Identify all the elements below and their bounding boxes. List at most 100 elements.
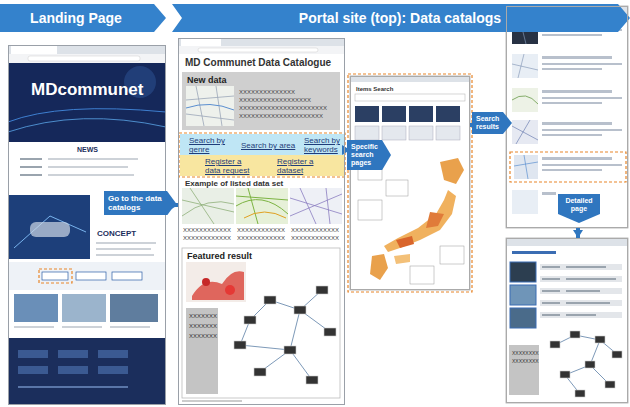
search-results-screenshot-part-part [542, 122, 612, 125]
banner-title: Landing Page [0, 10, 152, 26]
detail-page-screenshot-part-part [542, 290, 560, 292]
portal-screenshot-part [180, 134, 344, 155]
search-pages-screenshot-part [384, 190, 456, 252]
detail-page-screenshot-part [510, 308, 536, 328]
landing-page-screenshot-part [48, 166, 128, 168]
search-results-screenshot-part-part [542, 164, 622, 166]
portal-screenshot-part [290, 188, 342, 224]
detail-page-screenshot-part [512, 251, 556, 254]
search-results-screenshot-part [512, 54, 538, 78]
portal-screenshot-part-part [254, 368, 266, 376]
search-results-screenshot-part [512, 120, 538, 144]
search-pages-screenshot-part-part [382, 106, 406, 122]
detail-page-screenshot-part [506, 238, 628, 246]
search-pages-screenshot-part-part [355, 106, 379, 122]
portal-screenshot-part-part [234, 341, 246, 349]
featured-result-panel: Featured resultXXXXXXXXXXXXXXXXXXXXX [183, 249, 341, 399]
portal-screenshot-part-part [316, 286, 328, 294]
landing-page-screenshot-part [20, 174, 42, 176]
placeholder-text: XXXXXXX [189, 333, 217, 340]
search-pages-screenshot-part [355, 126, 460, 140]
landing-page-screenshot-part [8, 119, 166, 132]
search-results-screenshot-part [506, 6, 628, 228]
search-pages-screenshot-part [350, 76, 470, 290]
section-heading: Example of listed data set [185, 179, 283, 188]
landing-page-screenshot-part [58, 366, 88, 374]
link-text: Search by genre [189, 136, 233, 154]
portal-screenshot-part [290, 188, 342, 224]
portal-screenshot-part [182, 400, 242, 402]
landing-page-screenshot-part [110, 326, 150, 328]
banner-chevron [0, 4, 166, 32]
placeholder-text: XXXXXXXXXXXX [237, 227, 285, 234]
detail-page-screenshot-part-part [570, 331, 580, 338]
detail-page-screenshot-part-part [540, 300, 622, 306]
portal-screenshot-part [240, 290, 330, 380]
landing-page-screenshot-part [48, 158, 138, 160]
portal-screenshot-part [186, 262, 246, 302]
detail-page-screenshot-part-part [566, 302, 610, 304]
search-pages-screenshot-part-part [440, 246, 464, 264]
landing-page-screenshot-part [96, 254, 154, 256]
detail-page-screenshot-part [540, 264, 622, 318]
dataset-card: XXXXXXXXXXXXXXXXXXXXXXXX [237, 189, 289, 247]
search-results-screenshot-part-part [542, 97, 622, 99]
landing-page-screenshot-part [18, 386, 128, 388]
portal-screenshot-part [179, 133, 345, 177]
dataset-card: XXXXXXXXXXXXXXXXXXXXXXXX [183, 189, 235, 247]
portal-screenshot-part [178, 38, 345, 405]
detail-page-screenshot-part-part [566, 314, 596, 316]
portal-screenshot-part [186, 308, 218, 394]
search-results-screenshot-part [512, 190, 538, 214]
detail-page-screenshot-part-part [566, 266, 606, 268]
landing-page-screenshot-part [8, 63, 166, 142]
banner-title: Portal site (top): Data catalogs [184, 10, 616, 26]
link-text: Register a data request [205, 157, 259, 175]
detail-page-screenshot-part-part [560, 371, 570, 378]
section-heading: NEWS [77, 146, 98, 154]
portal-screenshot-part [186, 104, 234, 110]
portal-screenshot-part [186, 86, 234, 126]
portal-screenshot-part [178, 38, 345, 46]
detail-page-screenshot-part [550, 331, 622, 397]
portal-screenshot-part-part [290, 310, 300, 350]
portal-screenshot-part [236, 188, 288, 224]
detail-page-screenshot-part [510, 285, 536, 305]
flow-arrow [576, 228, 580, 238]
detail-page-screenshot-part [509, 345, 539, 395]
search-pages-screenshot-part [396, 236, 414, 248]
portal-screen: MD Communet Data CatalogueExample of lis… [178, 38, 345, 405]
detail-page-screenshot-part [555, 335, 618, 394]
search-results-screenshot-part [542, 22, 622, 195]
search-pages-screenshot-part-part [436, 126, 460, 140]
search-results-screenshot-part-part [542, 192, 556, 195]
landing-page-screenshot-part [14, 216, 86, 248]
landing-page-screenshot-part [8, 338, 166, 405]
detail-page-screenshot-part-part [566, 290, 600, 292]
placeholder-text: XXXXXXXX [512, 351, 539, 357]
landing-page-screenshot-part [42, 272, 68, 280]
search-results-screenshot-part [514, 155, 538, 179]
search-results-screenshot-part-part [542, 56, 612, 59]
placeholder-text: XXXXXXXXXXXXXXXXXXXXXX [239, 105, 327, 112]
portal-screenshot-part [182, 188, 234, 224]
landing-page-screenshot-part [39, 269, 72, 283]
page-banner: Portal site (top): Data catalogs [172, 4, 630, 32]
detail-page-screenshot-part-part [540, 276, 622, 282]
search-results-screenshot-part-part [542, 157, 612, 160]
search-pages-screenshot-part [355, 94, 465, 101]
detail-page-screenshot-part-part [540, 312, 622, 318]
search-pages-screenshot-part-part [382, 126, 406, 140]
detail-page-screenshot-part [506, 238, 628, 403]
search-pages-screenshot-part-part [355, 126, 379, 140]
search-pages-screenshot-part [440, 158, 464, 184]
portal-screenshot-part-part [284, 346, 296, 354]
portal-screenshot-part-part [290, 350, 312, 380]
detail-page-screen: XXXXXXXXXXXXXXXX [506, 238, 628, 403]
portal-screenshot-part [192, 271, 244, 300]
landing-page-screenshot-part [11, 46, 57, 54]
landing-page-screenshot-part [98, 350, 128, 358]
landing-page-screenshot-part [96, 248, 151, 250]
landing-page-screenshot-part [14, 326, 54, 328]
search-pages-screenshot-part [394, 254, 410, 264]
